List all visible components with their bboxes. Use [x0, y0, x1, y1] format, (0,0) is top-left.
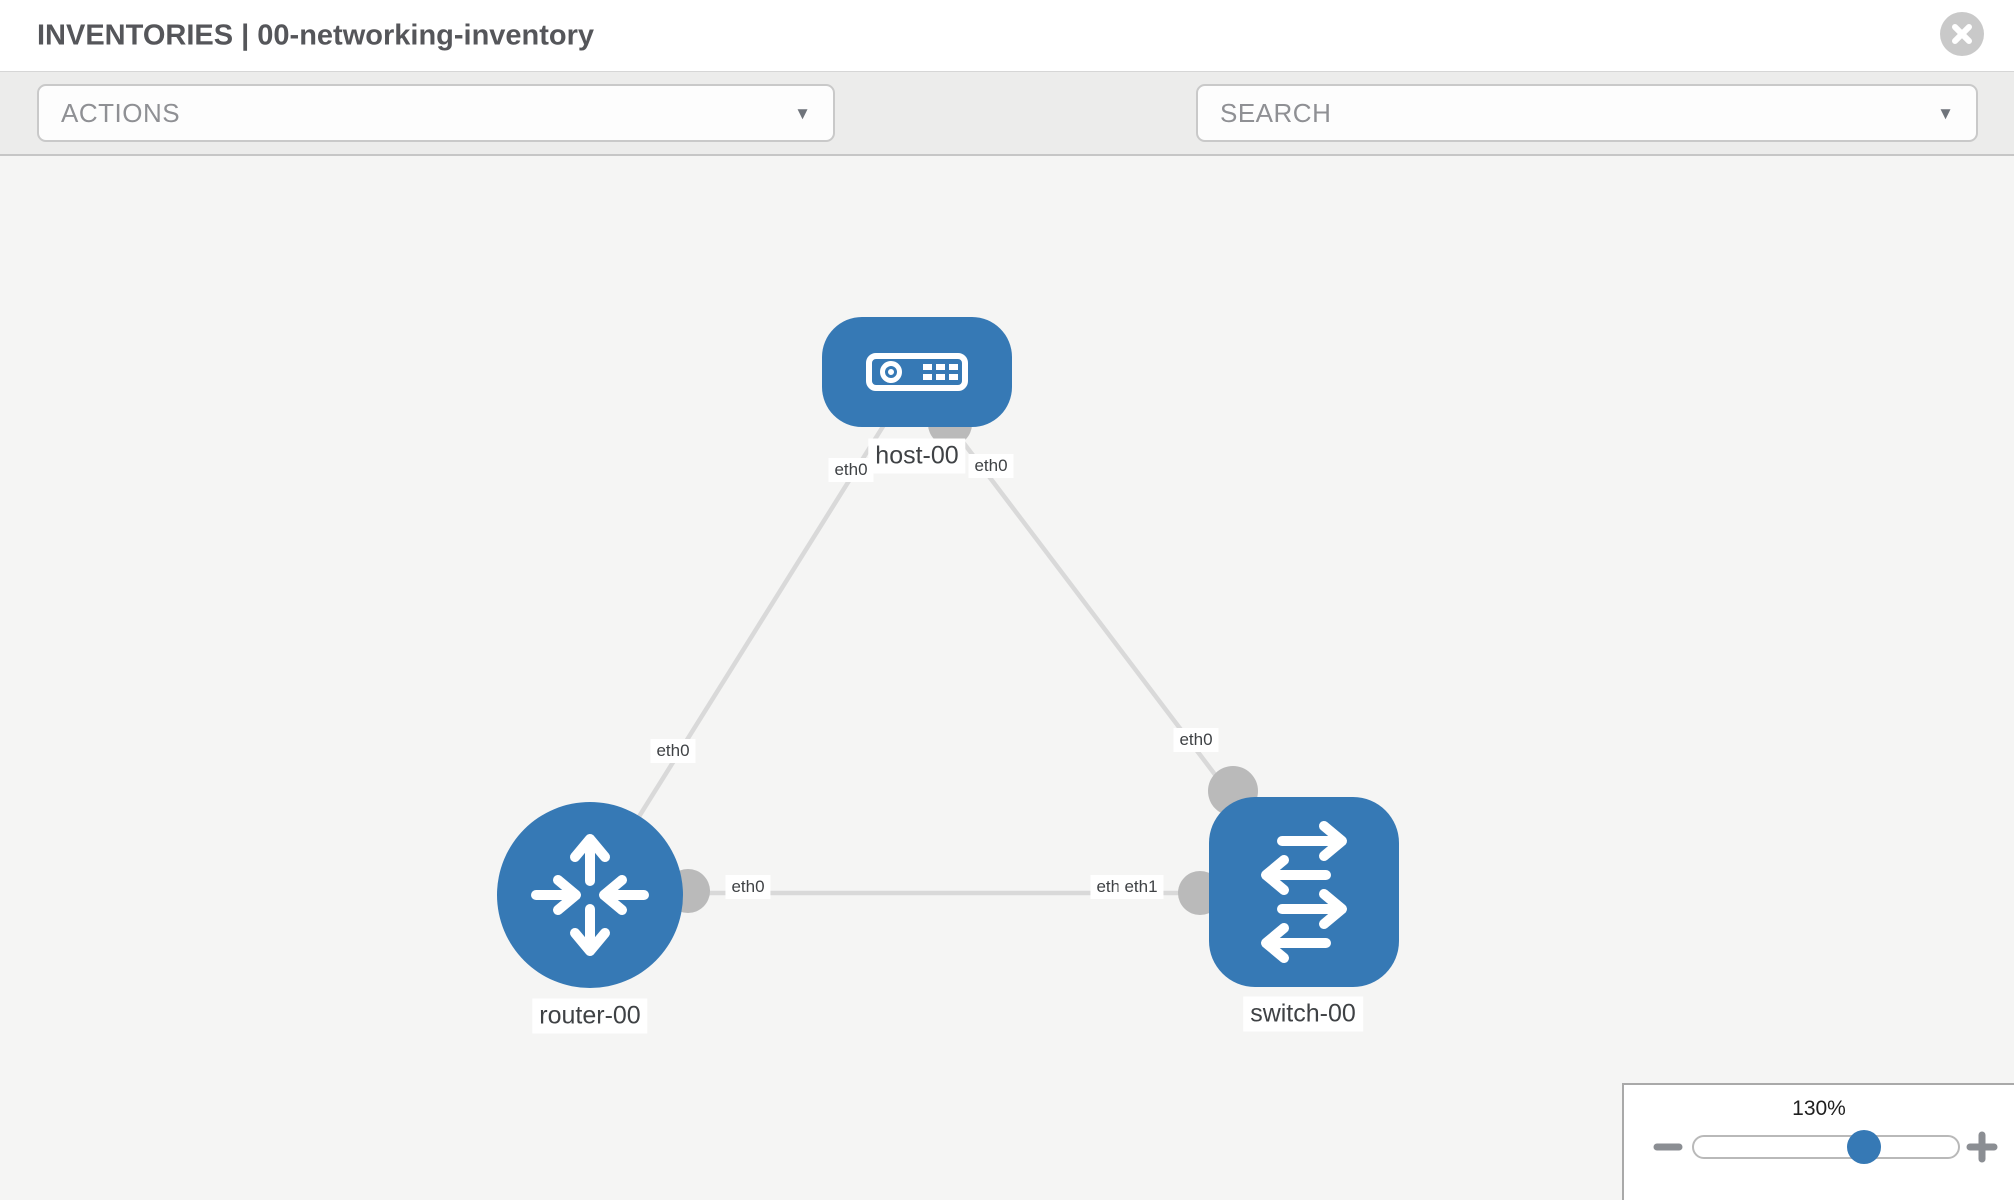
zoom-out-button[interactable]: [1652, 1131, 1684, 1168]
header-bar: INVENTORIES | 00-networking-inventory: [0, 0, 2014, 72]
node-router-00[interactable]: [497, 802, 683, 988]
plus-icon: [1966, 1131, 1998, 1163]
switch-icon: [1261, 821, 1347, 963]
chevron-down-icon: ▼: [1937, 103, 1954, 123]
if-label-switch-port-eth1: eth1: [1118, 875, 1164, 899]
if-label-router-host-link: eth0: [650, 739, 696, 763]
node-label-router: router-00: [532, 998, 648, 1034]
if-label-router-port: eth0: [725, 875, 771, 899]
if-label-host-switch-link: eth0: [1173, 728, 1219, 752]
close-icon: [1952, 24, 1972, 44]
if-label-host-left: eth0: [828, 458, 874, 482]
search-dropdown[interactable]: SEARCH ▼: [1196, 84, 1978, 142]
minus-icon: [1653, 1143, 1683, 1151]
interface-connectors: [666, 402, 1258, 915]
node-label-host: host-00: [868, 438, 966, 474]
node-label-switch: switch-00: [1243, 996, 1363, 1032]
close-button[interactable]: [1940, 12, 1984, 56]
search-dropdown-label: SEARCH: [1220, 97, 1332, 128]
zoom-percentage: 130%: [1792, 1097, 1846, 1120]
zoom-slider-thumb[interactable]: [1847, 1130, 1882, 1164]
host-icon: [866, 353, 968, 391]
node-switch-00[interactable]: [1209, 797, 1399, 987]
actions-dropdown-label: ACTIONS: [61, 97, 181, 128]
zoom-panel: 130%: [1622, 1083, 2014, 1200]
router-icon: [531, 834, 649, 956]
chevron-down-icon: ▼: [794, 103, 811, 123]
zoom-in-button[interactable]: [1962, 1127, 2002, 1172]
node-host-00[interactable]: [822, 317, 1012, 427]
if-label-host-right: eth0: [968, 454, 1014, 478]
toolbar: ACTIONS ▼ SEARCH ▼: [0, 72, 2014, 203]
page-title: INVENTORIES | 00-networking-inventory: [37, 19, 595, 51]
zoom-slider[interactable]: [1692, 1130, 1960, 1164]
actions-dropdown[interactable]: ACTIONS ▼: [37, 84, 835, 142]
topology-canvas[interactable]: host-00 router-00 switch-00 eth0 eth0 et…: [0, 156, 2014, 1200]
